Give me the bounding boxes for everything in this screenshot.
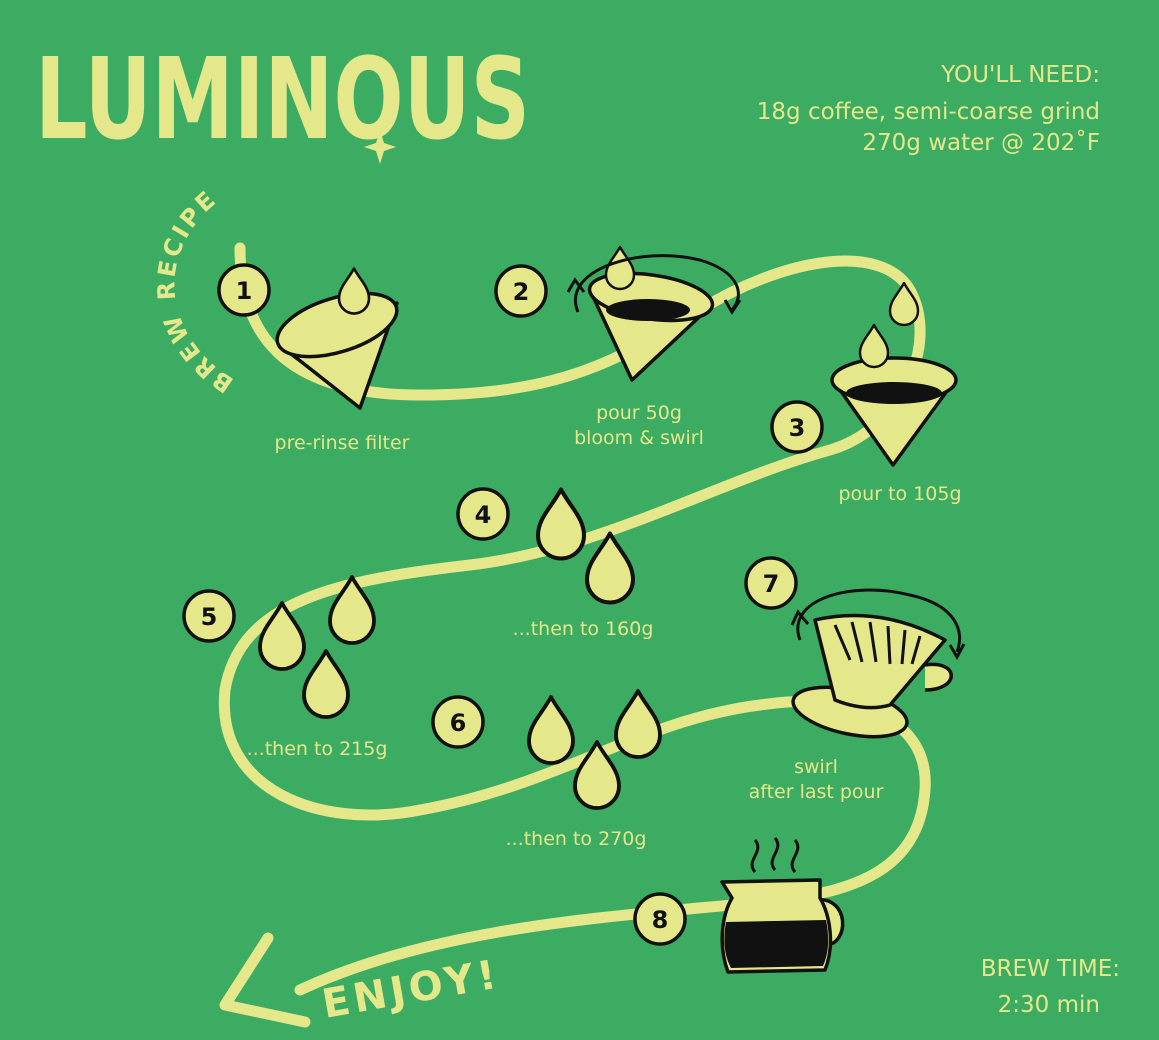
step-label: swirl [794,756,838,778]
needs-line-2: 270g water @ 202˚F [862,129,1100,156]
step-number: 1 [236,277,253,305]
brew-time-heading: BREW TIME: [981,956,1120,982]
needs-heading: YOU'LL NEED: [940,62,1100,88]
step-badge [633,892,687,946]
sparkle-icon [364,130,396,164]
step-label: pour to 105g [838,483,961,505]
step-badge [770,400,824,454]
filter-cone-icon [275,267,399,410]
water-drop-icon [858,323,890,369]
step-6: 6 ...then to 270g [431,689,662,850]
step-label: bloom & swirl [574,427,704,449]
steam-icon [750,837,800,873]
step-badge [494,264,548,318]
water-drop-icon [614,689,662,759]
step-label: after last pour [749,781,884,803]
swirl-arrow-icon [790,588,966,661]
water-drop-icon [258,601,306,671]
step-label: ...then to 160g [513,618,654,640]
carafe-icon [720,837,845,974]
step-badge [431,695,485,749]
step-number: 8 [652,906,669,934]
step-number: 6 [450,709,467,737]
step-label: ...then to 215g [247,738,388,760]
water-drop-icon [337,267,371,315]
water-drop-icon [302,649,350,719]
step-8: 8 [633,837,845,974]
step-badge [744,556,798,610]
enjoy-text: ENJOY! [319,951,504,1027]
step-badge [217,263,271,317]
step-2: 2 pour 50g bloom & swirl [494,245,742,449]
water-drop-icon [527,695,575,765]
swirl-arrow-icon [566,254,742,315]
step-number: 4 [475,501,492,529]
step-5: 5 ...then to 215g [182,575,388,760]
filter-cone-pour-icon [830,281,958,467]
filter-cone-bloom-icon [587,245,715,382]
water-drop-icon [604,245,636,291]
title-logo: LUMINOUS [35,35,530,165]
dripper-icon [791,613,953,739]
water-drop-icon [538,490,584,559]
step-label: pre-rinse filter [275,432,410,454]
step-label: pour 50g [596,402,682,424]
step-4: 4 ...then to 160g [456,487,654,640]
step-number: 2 [513,278,530,306]
step-number: 5 [201,603,218,631]
step-badge [456,487,510,541]
step-1: 1 pre-rinse filter [217,263,410,454]
step-3: 3 pour to 105g [770,281,962,505]
step-label: ...then to 270g [506,828,647,850]
step-number: 3 [789,414,806,442]
enjoy-arrow-icon [219,932,311,1028]
water-drop-icon [587,534,633,603]
needs-line-1: 18g coffee, semi-coarse grind [757,99,1100,125]
step-number: 7 [763,570,780,598]
step-badge [182,589,236,643]
brew-time-value: 2:30 min [998,992,1100,1018]
step-7: 7 swirl after last pour [744,556,966,803]
